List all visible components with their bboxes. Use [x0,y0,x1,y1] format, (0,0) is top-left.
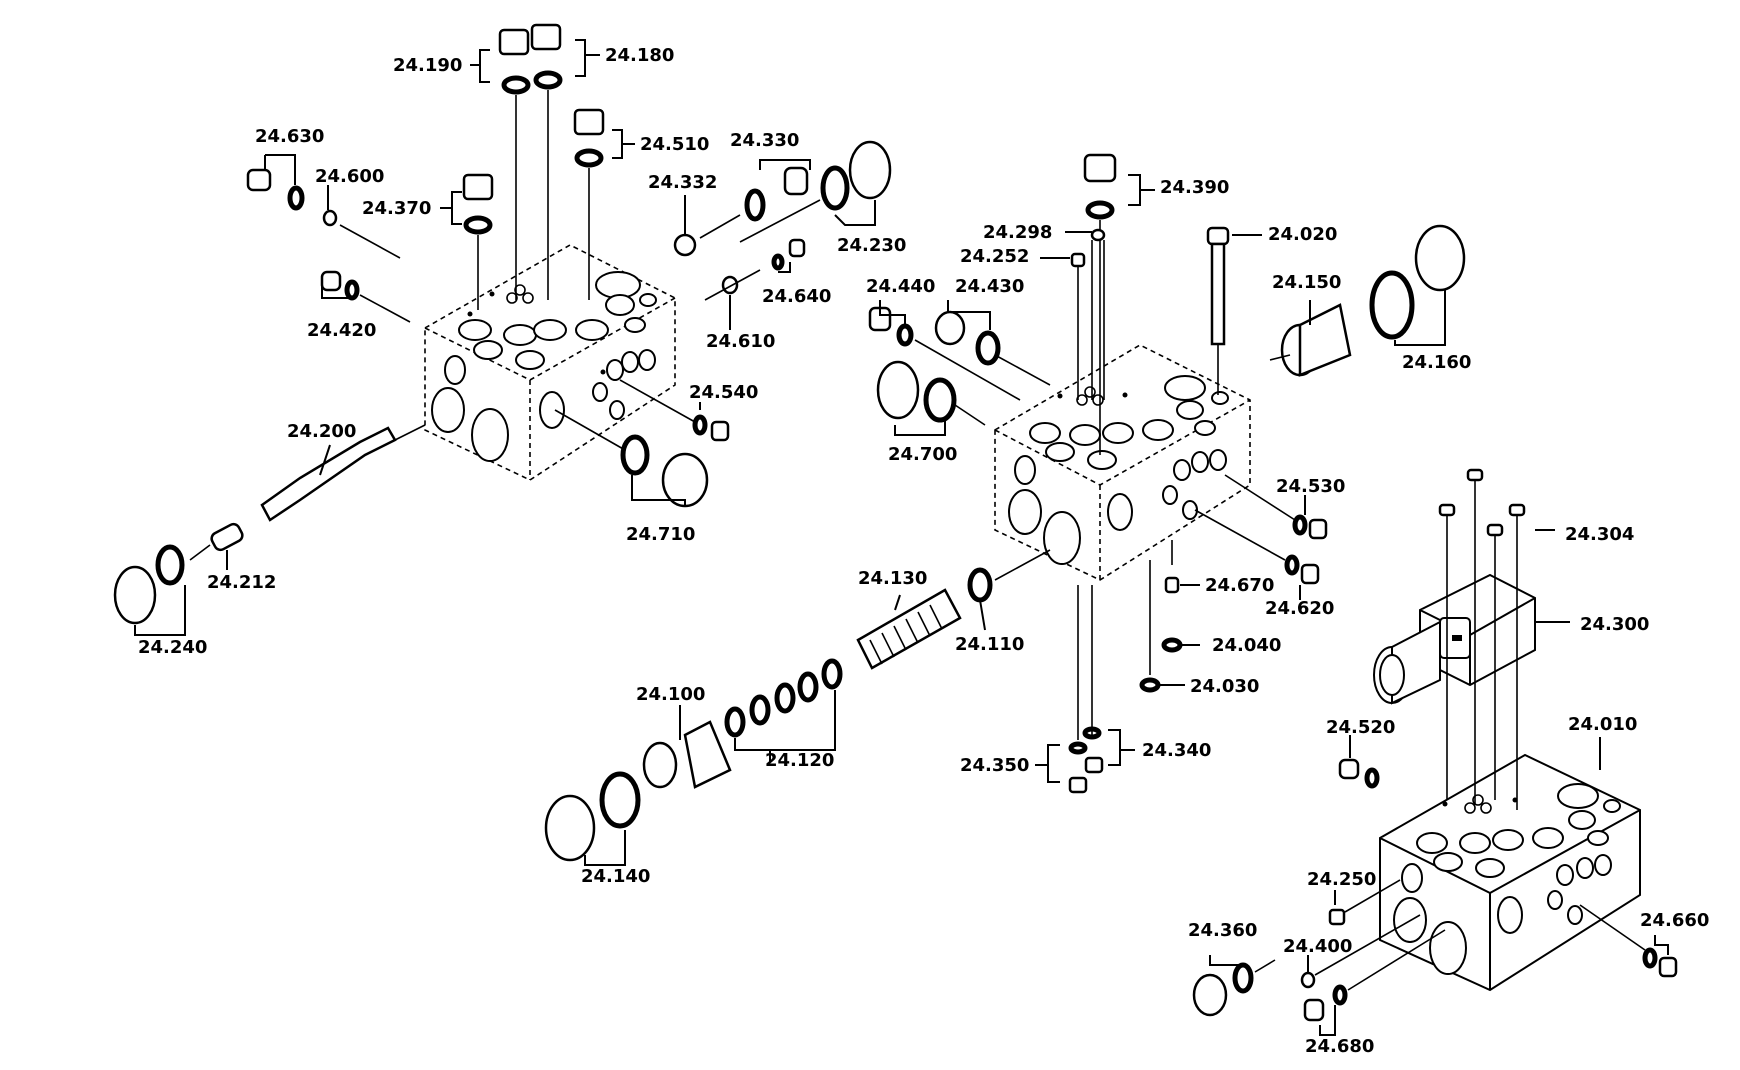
label-24370: 24.370 [362,198,431,219]
label-24680: 24.680 [1305,1036,1374,1057]
label-24180: 24.180 [605,45,674,66]
label-24540: 24.540 [689,382,758,403]
right-valve-block [1379,753,1641,992]
middle-valve-block [994,344,1251,581]
label-24430: 24.430 [955,276,1024,297]
label-24300: 24.300 [1580,614,1649,635]
label-24530: 24.530 [1276,476,1345,497]
label-24350: 24.350 [960,755,1029,776]
left-valve-block [424,244,676,481]
label-24250: 24.250 [1307,869,1376,890]
label-24700: 24.700 [888,444,957,465]
label-24120: 24.120 [765,750,834,771]
label-24670: 24.670 [1205,575,1274,596]
label-24420: 24.420 [307,320,376,341]
label-24304: 24.304 [1565,524,1634,545]
label-24520: 24.520 [1326,717,1395,738]
label-24030: 24.030 [1190,676,1259,697]
parts [113,23,1678,1022]
label-24240: 24.240 [138,637,207,658]
label-24600: 24.600 [315,166,384,187]
label-24620: 24.620 [1265,598,1334,619]
label-24630: 24.630 [255,126,324,147]
label-24610: 24.610 [706,331,775,352]
solenoid-valve [1373,573,1536,705]
label-24252: 24.252 [960,246,1029,267]
label-24040: 24.040 [1212,635,1281,656]
label-24010: 24.010 [1568,714,1637,735]
label-24660: 24.660 [1640,910,1709,931]
label-24190: 24.190 [393,55,462,76]
label-24160: 24.160 [1402,352,1471,373]
label-24150: 24.150 [1272,272,1341,293]
label-24298: 24.298 [983,222,1052,243]
label-24100: 24.100 [636,684,705,705]
label-24330: 24.330 [730,130,799,151]
label-24110: 24.110 [955,634,1024,655]
label-24640: 24.640 [762,286,831,307]
label-24400: 24.400 [1283,936,1352,957]
label-24710: 24.710 [626,524,695,545]
label-24020: 24.020 [1268,224,1337,245]
label-24332: 24.332 [648,172,717,193]
label-24230: 24.230 [837,235,906,256]
leader-lines [134,39,1669,1036]
label-24340: 24.340 [1142,740,1211,761]
label-24130: 24.130 [858,568,927,589]
label-24440: 24.440 [866,276,935,297]
label-24510: 24.510 [640,134,709,155]
label-24360: 24.360 [1188,920,1257,941]
label-24140: 24.140 [581,866,650,887]
label-24200: 24.200 [287,421,356,442]
part-labels: 24.190 24.180 24.630 24.600 24.370 24.51… [138,45,1709,1057]
label-24212: 24.212 [207,572,276,593]
label-24390: 24.390 [1160,177,1229,198]
